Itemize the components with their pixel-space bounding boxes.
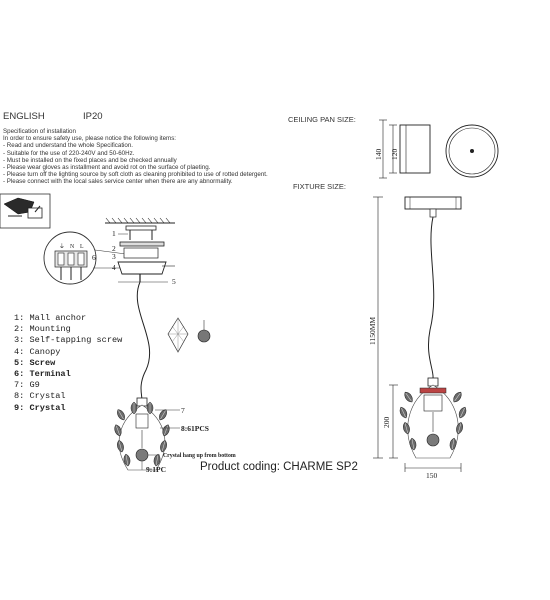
suspension-cable: [136, 281, 151, 401]
callout-1: 1: [112, 229, 116, 238]
fixture-dimension-lines: [373, 196, 462, 472]
spec-line: - Suitable for the use of 220-240V and 5…: [3, 149, 135, 157]
callout-2: 2: [112, 244, 116, 253]
l-terminal-label: L: [80, 244, 84, 250]
crystal-note: Crystal hang up from bottom: [163, 453, 236, 459]
spec-line: - Please wear gloves as installment and …: [3, 164, 211, 172]
spec-line: - Please connect with the local sales se…: [3, 178, 233, 186]
spec-title: Specification of installation: [3, 128, 76, 135]
part-item: 8: Crystal: [14, 391, 66, 402]
part-item: 3: Self-tapping screw: [14, 335, 123, 346]
pan-height-outer: 140: [374, 149, 383, 161]
fixture-size-label: FIXTURE SIZE:: [293, 182, 346, 191]
earth-terminal-label: ⏚: [59, 243, 65, 250]
callout-9: 9:1PC: [146, 465, 166, 474]
callout-7: 7: [181, 406, 185, 415]
spec-line: In order to ensure safety use, please no…: [3, 135, 177, 143]
parts-list: 1: Mall anchor 2: Mounting 3: Self-tappi…: [14, 313, 122, 414]
shade-width: 150: [426, 471, 438, 480]
callout-3: 3: [112, 252, 116, 261]
shade-height: 200: [382, 417, 391, 429]
canopy-assembly: [117, 225, 175, 282]
part-item: 2: Mounting: [14, 324, 71, 335]
part-item: 4: Canopy: [14, 346, 61, 357]
n-terminal-label: N: [70, 244, 75, 250]
language-label: ENGLISH: [3, 111, 45, 122]
spec-line: - Must be installed on the fixed places …: [3, 156, 177, 164]
spec-line: - Please turn off the lighting source by…: [3, 171, 268, 179]
part-item: 6: Terminal: [14, 369, 71, 380]
switch-off-icon: [0, 193, 51, 229]
ceiling-pan-top-view: [445, 124, 499, 178]
part-item: 5: Screw: [14, 357, 56, 368]
pan-height-inner: 120: [390, 149, 399, 161]
callout-4: 4: [112, 263, 116, 272]
callout-5: 5: [172, 277, 176, 286]
left-pendant-shade: [112, 397, 172, 471]
spec-line: - Read and understand the whole Specific…: [3, 142, 134, 150]
callout-8: 8:61PCS: [181, 424, 209, 433]
terminal-detail-magnifier: ⏚ N L: [43, 231, 127, 285]
specification-text: Specification of installation In order t…: [3, 128, 423, 186]
part-item: 9: Crystal: [14, 402, 66, 413]
crystal-detail: [167, 317, 211, 353]
fixture-total-height: 1150MM: [368, 317, 377, 345]
ceiling-pan-side-view: [379, 119, 431, 179]
ip-rating: IP20: [83, 111, 103, 122]
callout-6: 6: [92, 253, 96, 262]
part-item: 1: Mall anchor: [14, 313, 87, 323]
right-fixture-view: [397, 196, 469, 459]
ceiling-pan-label: CEILING PAN SIZE:: [288, 115, 356, 124]
part-item: 7: G9: [14, 380, 40, 391]
ceiling-hatch: [105, 217, 175, 224]
product-coding: Product coding: CHARME SP2: [200, 461, 358, 473]
